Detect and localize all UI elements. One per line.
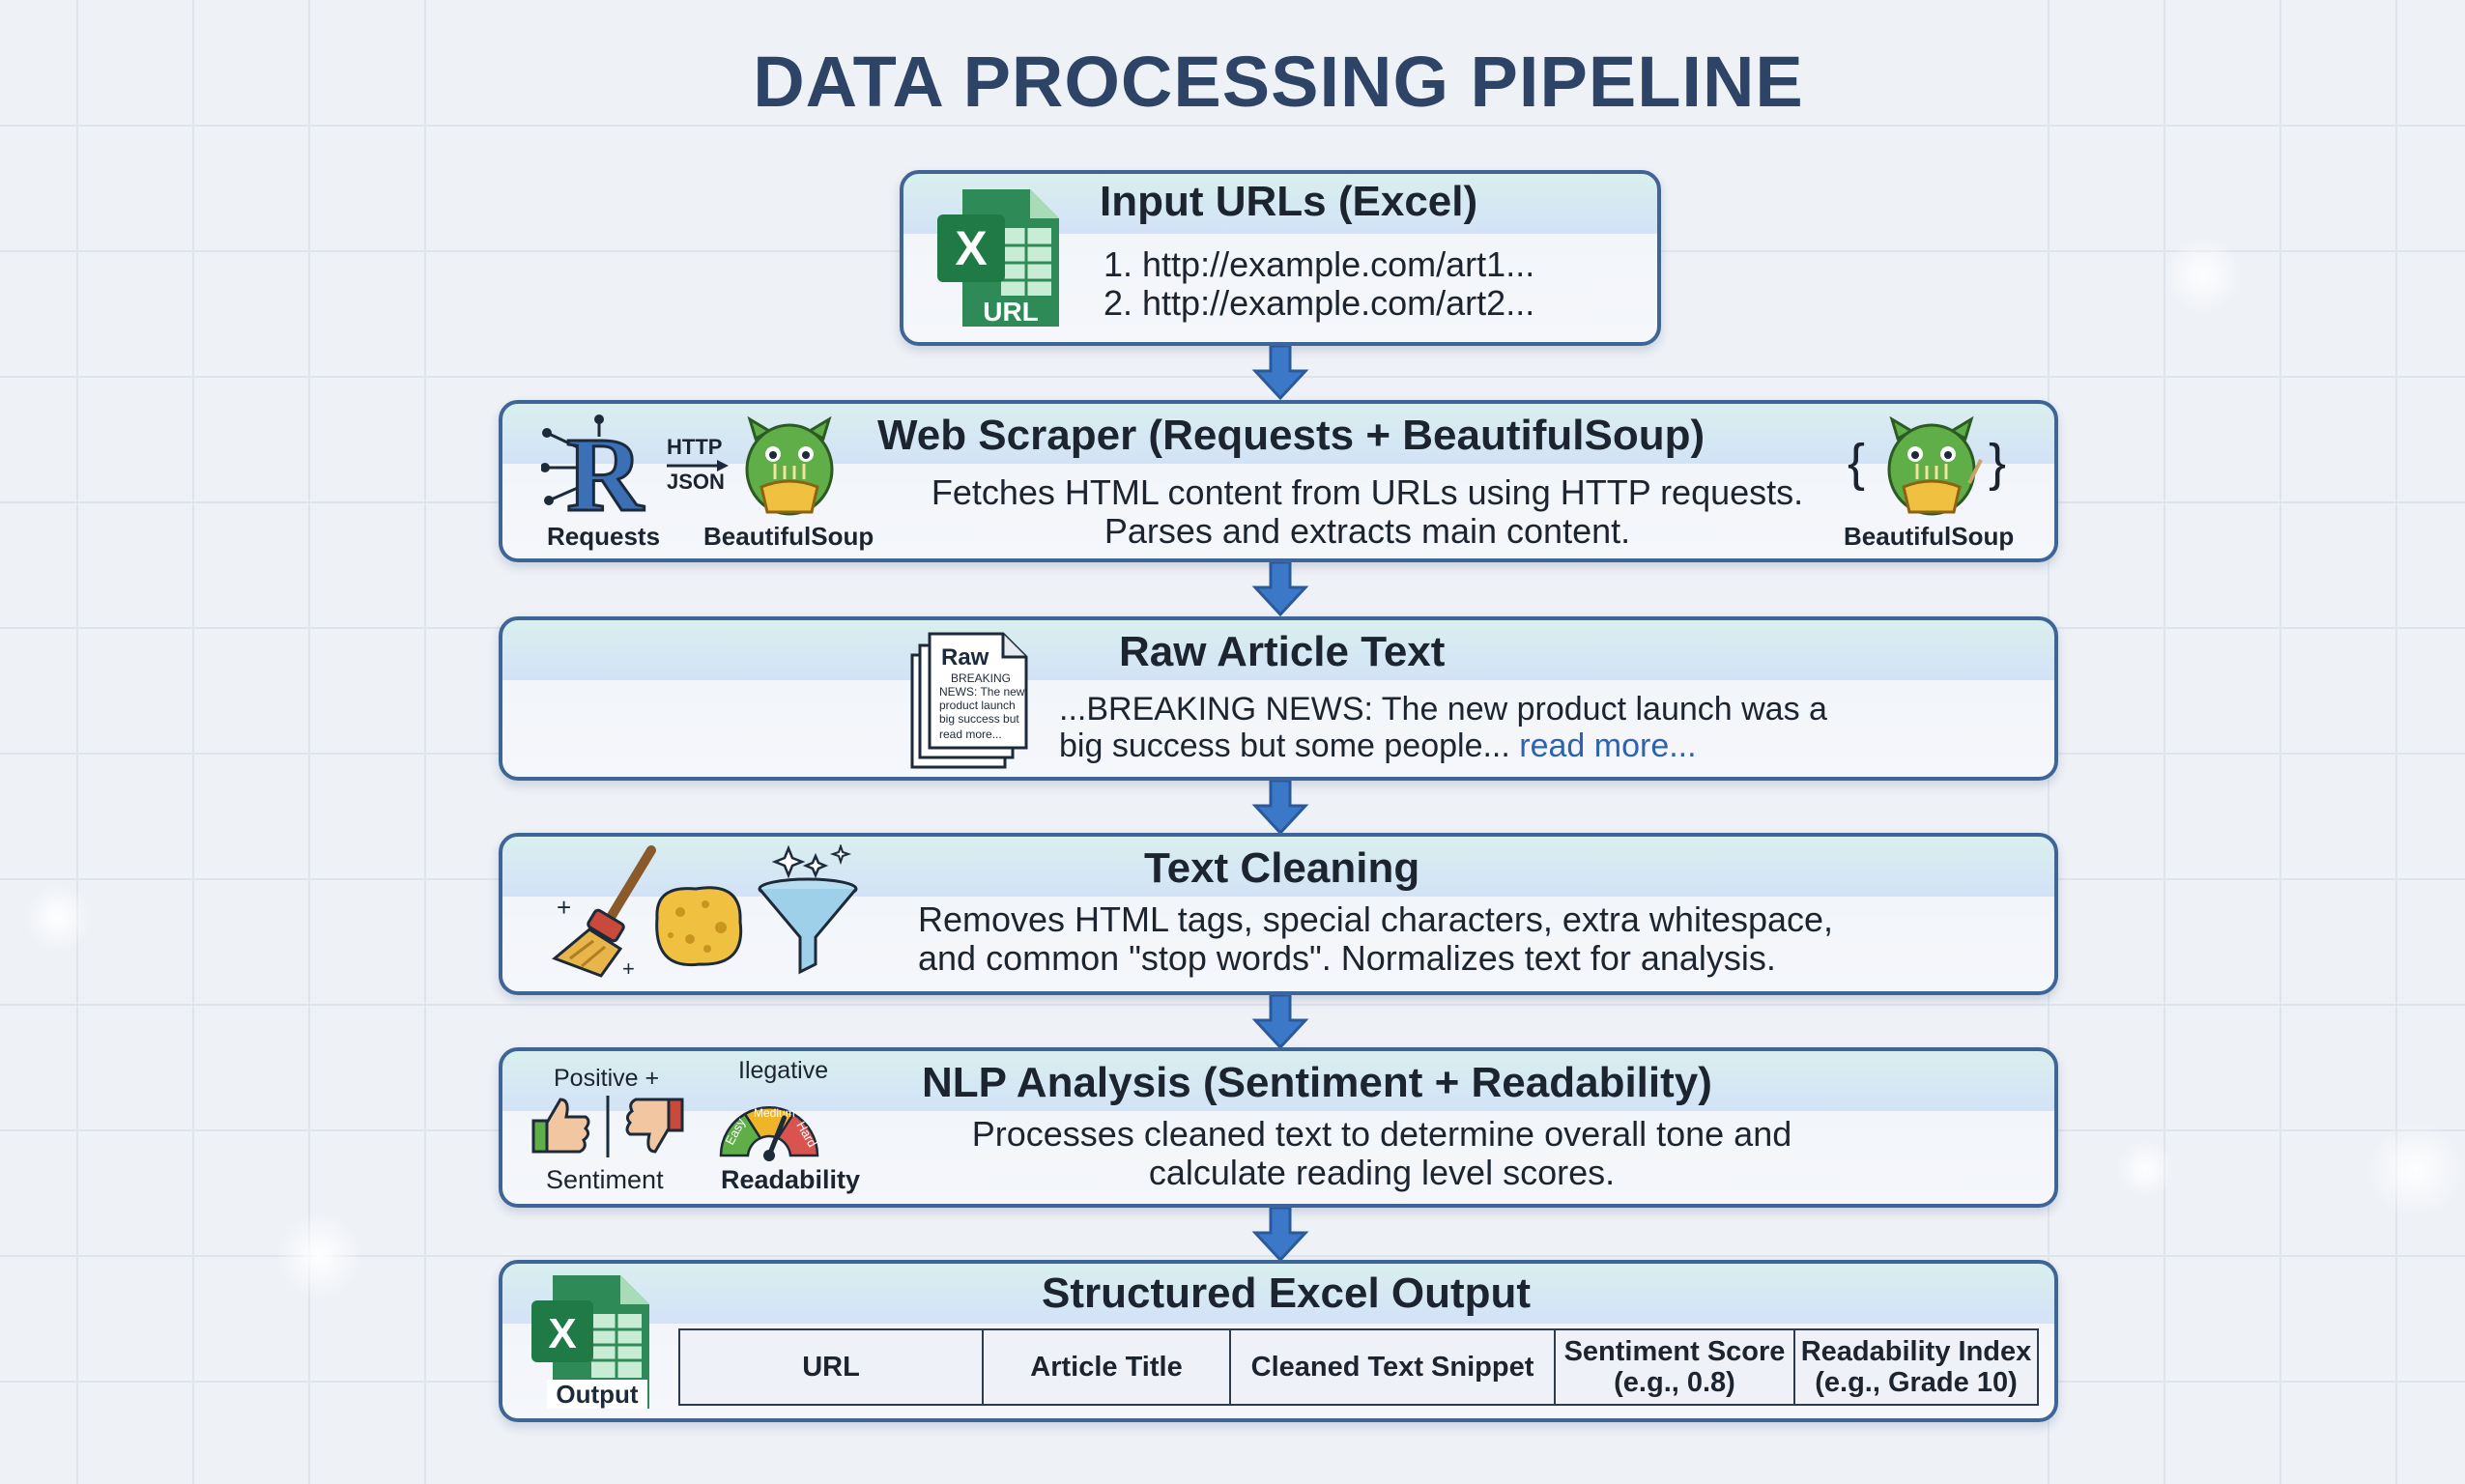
output-table-header: URL Article Title Cleaned Text Snippet S… [678,1328,2039,1406]
gauge-needle [766,1115,787,1158]
step-excel-output-title: Structured Excel Output [1042,1270,1532,1317]
step-raw-article-line-2-text: big success but some people... [1059,728,1510,764]
brace-open: { [1848,434,1866,492]
raw-document-line-5: read more... [939,728,1002,741]
brace-close: } [1989,434,2007,492]
sentiment-label: Sentiment [546,1165,664,1194]
raw-document-icon: Raw BREAKING NEWS: The new product launc… [910,632,1028,769]
thumbs-up-icon [531,1098,590,1154]
excel-url-icon-letter: X [955,221,987,275]
step-raw-article-line-2: big success but some people... read more… [1059,727,1697,765]
excel-url-icon: X URL [937,189,1059,327]
column-url: URL [680,1330,984,1404]
requests-icon-letter: R [566,415,645,520]
column-article-title: Article Title [984,1330,1231,1404]
column-readability-index: Readability Index(e.g., Grade 10) [1795,1330,2037,1404]
gauge-medium-label: Medium [754,1106,795,1120]
step-raw-article-title: Raw Article Text [1119,628,1446,675]
step-raw-article-line-1: ...BREAKING NEWS: The new product launch… [1059,691,1827,728]
excel-output-icon-letter: X [548,1310,576,1357]
column-sentiment-score-label: Sentiment Score [1563,1336,1786,1367]
step-nlp-analysis-line-1: Processes cleaned text to determine over… [971,1114,1792,1154]
page-title: DATA PROCESSING PIPELINE [753,42,1804,122]
step-text-cleaning-line-2: and common "stop words". Normalizes text… [918,938,1776,978]
step-nlp-analysis-line-2: calculate reading level scores. [1148,1153,1616,1192]
step-raw-article [499,616,2058,781]
column-readability-index-label: Readability Index [1800,1336,2032,1367]
positive-label: Positive + [554,1065,660,1092]
step-text-cleaning-title: Text Cleaning [1144,844,1420,892]
raw-document-line-1: BREAKING [951,671,1011,685]
step-input-urls-line-2: 2. http://example.com/art2... [1104,283,1535,323]
flow-arrow-4 [1251,995,1309,1049]
column-sentiment-score-sub: (e.g., 0.8) [1614,1367,1735,1398]
beautifulsoup-label: BeautifulSoup [703,522,874,551]
beautifulsoup-mascot-icon [745,415,834,516]
flow-arrow-1 [1251,346,1309,400]
step-input-urls-title: Input URLs (Excel) [1100,178,1478,225]
readability-gauge-icon: Easy Medium Hard [719,1106,819,1161]
column-cleaned-text-snippet: Cleaned Text Snippet [1231,1330,1556,1404]
requests-label: Requests [547,522,661,551]
funnel-icon [758,844,858,975]
column-url-label: URL [802,1352,860,1383]
step-text-cleaning [499,833,2058,995]
http-label: HTTP [667,435,723,459]
sponge-icon [655,886,743,967]
step-web-scraper-line-1: Fetches HTML content from URLs using HTT… [931,472,1804,512]
sentiment-divider [606,1096,610,1157]
excel-output-icon-label: Output [556,1380,639,1409]
readability-label: Readability [721,1165,861,1194]
column-article-title-label: Article Title [1030,1352,1183,1383]
step-web-scraper-line-2: Parses and extracts main content. [1104,511,1631,551]
json-label: JSON [667,470,725,494]
http-arrow-icon [667,460,729,471]
svg-text:+: + [622,956,635,980]
column-readability-index-sub: (e.g., Grade 10) [1815,1367,2018,1398]
step-web-scraper-title: Web Scraper (Requests + BeautifulSoup) [877,412,1705,459]
excel-output-icon: X Output [531,1275,649,1409]
raw-document-line-3: product launch [939,699,1016,712]
column-sentiment-score: Sentiment Score(e.g., 0.8) [1556,1330,1795,1404]
step-text-cleaning-line-1: Removes HTML tags, special characters, e… [918,899,1834,939]
step-nlp-analysis-title: NLP Analysis (Sentiment + Readability) [922,1059,1712,1106]
requests-icon: R [541,414,646,520]
flow-arrow-5 [1251,1208,1309,1262]
raw-document-line-2: NEWS: The new [939,685,1025,699]
beautifulsoup-label-right: BeautifulSoup [1844,522,2015,551]
raw-document-line-4: big success but [939,712,1019,726]
thumbs-down-icon [625,1098,684,1154]
beautifulsoup-mascot-right-icon [1887,415,1983,516]
excel-url-icon-label: URL [983,297,1039,327]
raw-document-label: Raw [941,644,989,671]
flow-arrow-2 [1251,562,1309,616]
column-cleaned-text-label: Cleaned Text Snippet [1250,1352,1534,1383]
broom-icon: + + [552,845,656,980]
step-input-urls-line-1: 1. http://example.com/art1... [1104,244,1535,284]
flow-arrow-3 [1251,781,1309,835]
negative-label: Ilegative [738,1057,829,1084]
svg-text:+: + [557,893,571,922]
read-more-link[interactable]: read more... [1519,728,1697,764]
